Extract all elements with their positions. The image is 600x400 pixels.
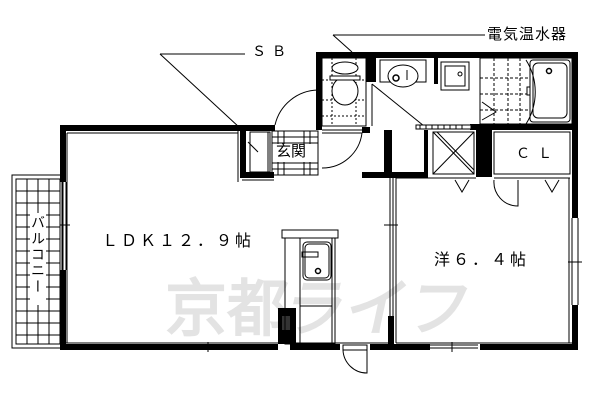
washroom	[371, 59, 472, 130]
ldk-label: ＬＤＫ１２．９帖	[102, 231, 255, 250]
bathroom	[479, 57, 573, 125]
western-room-label: 洋６．４帖	[434, 250, 530, 269]
entrance-door	[274, 89, 319, 126]
closet	[454, 131, 571, 207]
svg-text:京都: 京都	[165, 272, 289, 345]
water-heater-label: 電気温水器	[487, 25, 568, 43]
walls	[60, 52, 582, 352]
watermark: 京都 ライフ	[165, 272, 478, 345]
balcony-label: バルコニー	[29, 215, 45, 295]
water-heater	[432, 131, 475, 175]
hall-door	[321, 132, 363, 169]
closet-label: ＣＬ	[516, 146, 560, 162]
kitchen-unit	[278, 229, 339, 345]
shoe-box	[247, 131, 271, 173]
sb-label: ＳＢ	[252, 44, 292, 60]
svg-text:ライフ: ライフ	[277, 273, 478, 345]
bottom-door	[342, 344, 368, 374]
entrance-label: 玄関	[276, 142, 307, 160]
annotation-leaders	[159, 34, 485, 129]
toilet	[321, 57, 367, 127]
